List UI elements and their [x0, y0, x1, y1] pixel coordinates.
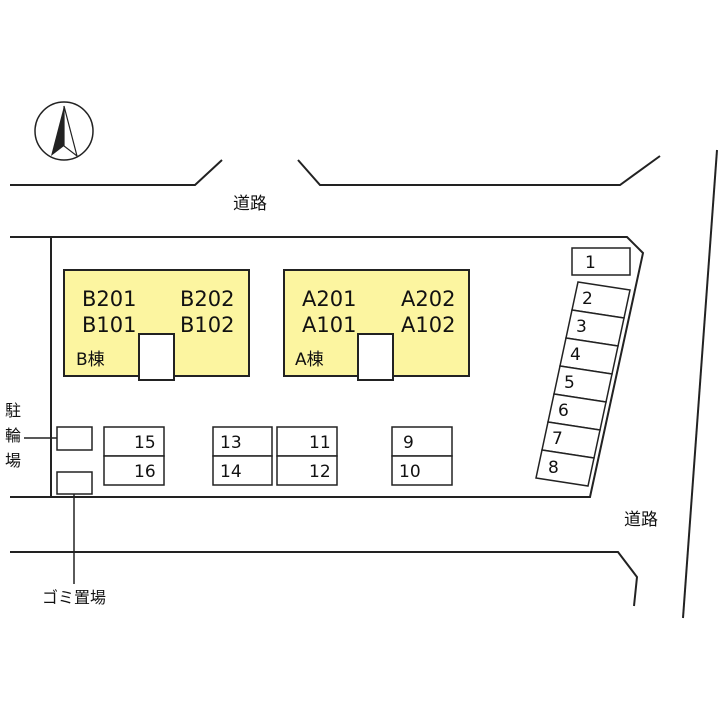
parking-slot-8: 8 [535, 449, 595, 487]
bicycle-parking: 駐 輪 場 [5, 401, 93, 470]
north-arrow-icon [34, 101, 94, 161]
south-road [10, 551, 639, 607]
svg-text:9: 9 [403, 433, 414, 453]
north-road [10, 155, 661, 186]
east-road-label: 道路 [624, 510, 658, 530]
svg-text:6: 6 [558, 401, 569, 421]
east-road-edge [682, 149, 718, 619]
bicycle-parking-label-3: 場 [5, 451, 21, 470]
building-a-entrance [357, 333, 394, 381]
svg-text:16: 16 [134, 462, 156, 482]
parking-slot-12: 12 [276, 455, 338, 486]
svg-text:7: 7 [552, 429, 563, 449]
building-a: A201 A202 A101 A102 A棟 [283, 269, 470, 381]
svg-text:3: 3 [576, 317, 587, 337]
unit-b102: B102 [180, 313, 235, 337]
svg-text:1: 1 [585, 253, 596, 273]
parking-slot-1: 1 [571, 247, 631, 276]
unit-a201: A201 [302, 287, 356, 311]
parking-slot-16: 16 [103, 455, 165, 486]
svg-text:5: 5 [564, 373, 575, 393]
svg-text:11: 11 [309, 433, 331, 453]
parking-slot-13: 13 [212, 426, 273, 457]
building-b-entrance [138, 333, 175, 381]
svg-text:14: 14 [220, 462, 242, 482]
svg-text:13: 13 [220, 433, 242, 453]
parking-slot-10: 10 [391, 455, 453, 486]
parking-slot-9: 9 [391, 426, 453, 457]
svg-text:15: 15 [134, 433, 156, 453]
parking-slot-11: 11 [276, 426, 338, 457]
unit-a102: A102 [401, 313, 455, 337]
garbage-area-label: ゴミ置場 [42, 588, 106, 607]
building-b-label: B棟 [76, 350, 105, 370]
parking-slot-14: 14 [212, 455, 273, 486]
bicycle-parking-label-1: 駐 [5, 401, 21, 420]
svg-text:2: 2 [582, 289, 593, 309]
unit-b101: B101 [82, 313, 137, 337]
parking-slot-15: 15 [103, 426, 165, 457]
svg-text:8: 8 [548, 458, 559, 478]
svg-text:12: 12 [309, 462, 331, 482]
unit-b202: B202 [180, 287, 235, 311]
unit-a202: A202 [401, 287, 455, 311]
building-a-label: A棟 [295, 350, 324, 370]
north-road-label: 道路 [233, 194, 267, 214]
svg-text:10: 10 [399, 462, 421, 482]
building-b: B201 B202 B101 B102 B棟 [63, 269, 250, 381]
svg-text:4: 4 [570, 345, 581, 365]
bicycle-parking-label-2: 輪 [5, 426, 21, 445]
site-boundary [10, 236, 645, 498]
unit-a101: A101 [302, 313, 356, 337]
garbage-area: ゴミ置場 [42, 471, 106, 607]
unit-b201: B201 [82, 287, 137, 311]
